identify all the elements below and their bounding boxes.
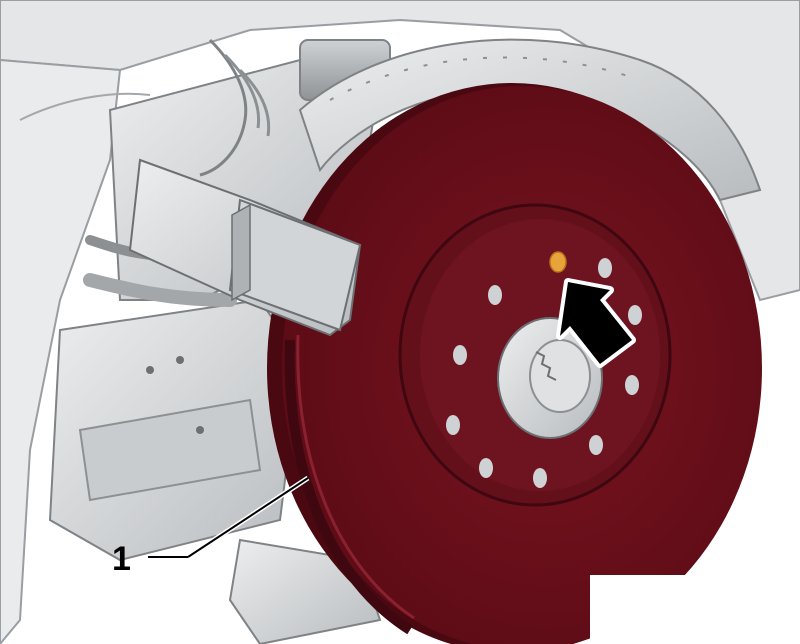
brake-disc <box>267 83 762 644</box>
caliper-bracket <box>128 158 362 337</box>
callout-number: 1 <box>112 540 131 578</box>
callout-1: 1 <box>112 475 310 578</box>
arrow-icon <box>556 278 636 368</box>
highlighted-hole <box>549 251 567 273</box>
bolt-holes <box>446 258 642 488</box>
